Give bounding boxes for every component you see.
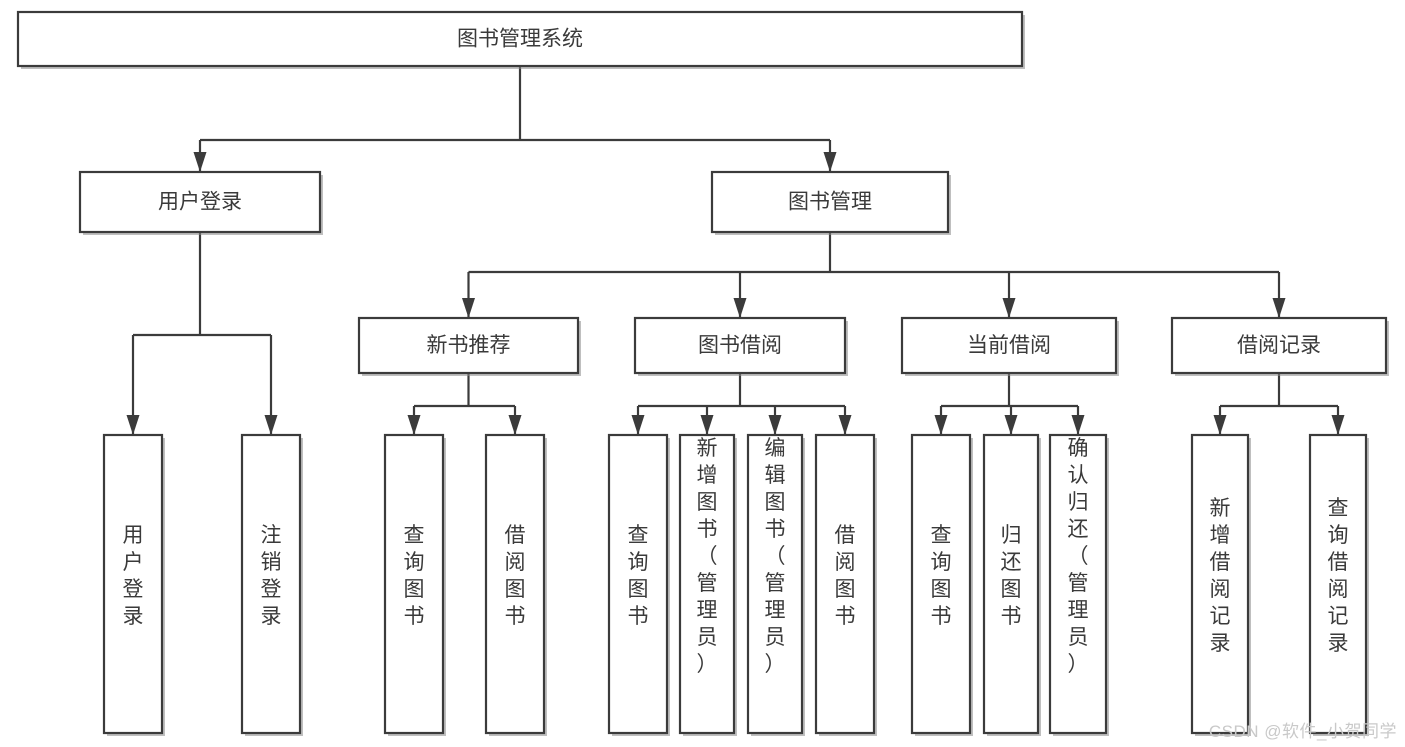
- node-label: 新增图书（管理员）: [697, 437, 718, 676]
- node-l2_1[interactable]: 图书借阅: [633, 316, 848, 376]
- edge-group-borrow-record-children: [1213, 373, 1345, 435]
- arrow-head-icon-l1_1: [823, 152, 837, 172]
- node-leaf_7[interactable]: 借阅图书: [814, 433, 877, 736]
- node-box[interactable]: [633, 316, 847, 375]
- node-label: 注销登录: [261, 524, 282, 628]
- node-box[interactable]: [78, 170, 322, 234]
- node-leaf_0[interactable]: 用户登录: [102, 433, 165, 736]
- node-box[interactable]: [1190, 433, 1250, 735]
- node-box[interactable]: [484, 433, 546, 735]
- node-leaf_3[interactable]: 借阅图书: [484, 433, 547, 736]
- edge-group-new-book-children: [407, 373, 522, 435]
- node-box[interactable]: [1048, 433, 1108, 735]
- node-label: 编辑图书（管理员）: [765, 437, 786, 676]
- node-label: 确认归还（管理员）: [1068, 437, 1089, 676]
- node-l2_2[interactable]: 当前借阅: [900, 316, 1119, 376]
- arrow-head-icon-leaf_5: [700, 415, 714, 435]
- node-leaf_4[interactable]: 查询图书: [607, 433, 670, 736]
- node-box[interactable]: [910, 433, 972, 735]
- edge-group-book-manage-children: [462, 232, 1286, 318]
- node-label: 图书管理系统: [457, 28, 583, 51]
- arrow-head-icon-leaf_1: [264, 415, 278, 435]
- arrow-head-icon-l1_0: [193, 152, 207, 172]
- node-box[interactable]: [607, 433, 669, 735]
- node-box[interactable]: [982, 433, 1040, 735]
- arrow-head-icon-l2_0: [462, 298, 475, 318]
- node-leaf_12[interactable]: 查询借阅记录: [1308, 433, 1369, 736]
- arrow-head-icon-leaf_3: [508, 415, 522, 435]
- edge-group-current-borrow-children: [934, 373, 1085, 435]
- node-box[interactable]: [357, 316, 580, 375]
- node-box[interactable]: [383, 433, 445, 735]
- node-box[interactable]: [678, 433, 736, 735]
- arrow-head-icon-leaf_2: [407, 415, 421, 435]
- node-box[interactable]: [1308, 433, 1368, 735]
- edge-group-book-borrow-children: [631, 373, 852, 435]
- node-box[interactable]: [240, 433, 302, 735]
- node-l2_0[interactable]: 新书推荐: [357, 316, 581, 376]
- arrow-head-icon-l2_3: [1272, 298, 1286, 318]
- arrow-head-icon-l2_1: [733, 298, 747, 318]
- node-l2_3[interactable]: 借阅记录: [1170, 316, 1389, 376]
- node-box[interactable]: [16, 10, 1024, 68]
- arrow-head-icon-leaf_4: [631, 415, 645, 435]
- connectors-layer: [126, 66, 1345, 435]
- node-label: 归还图书: [1001, 524, 1022, 628]
- node-label: 借阅图书: [505, 524, 526, 628]
- csdn-watermark: CSDN @软件_小贺同学: [1208, 722, 1397, 741]
- node-label: 用户登录: [123, 524, 144, 628]
- node-l1_1[interactable]: 图书管理: [710, 170, 951, 235]
- node-leaf_1[interactable]: 注销登录: [240, 433, 303, 736]
- node-label: 用户登录: [158, 191, 242, 214]
- arrow-head-icon-leaf_8: [934, 415, 948, 435]
- node-box[interactable]: [1170, 316, 1388, 375]
- node-label: 借阅记录: [1237, 334, 1321, 357]
- edge-group-root-to-level1: [193, 66, 837, 172]
- nodes-layer: 图书管理系统用户登录图书管理新书推荐图书借阅当前借阅借阅记录用户登录注销登录查询…: [16, 10, 1389, 736]
- node-leaf_8[interactable]: 查询图书: [910, 433, 973, 736]
- node-label: 图书借阅: [698, 334, 782, 357]
- node-leaf_5[interactable]: 新增图书（管理员）: [678, 433, 737, 736]
- arrow-head-icon-leaf_9: [1004, 415, 1018, 435]
- node-label: 新增借阅记录: [1210, 497, 1231, 655]
- node-label: 当前借阅: [967, 334, 1051, 357]
- edge-group-user-login-children: [126, 232, 278, 435]
- node-label: 查询图书: [404, 524, 425, 628]
- arrow-head-icon-leaf_6: [768, 415, 782, 435]
- node-label: 新书推荐: [427, 334, 511, 357]
- node-label: 查询图书: [628, 524, 649, 628]
- node-leaf_6[interactable]: 编辑图书（管理员）: [746, 433, 805, 736]
- arrow-head-icon-leaf_7: [838, 415, 852, 435]
- arrow-head-icon-l2_2: [1002, 298, 1016, 318]
- node-box[interactable]: [746, 433, 804, 735]
- node-leaf_10[interactable]: 确认归还（管理员）: [1048, 433, 1109, 736]
- node-leaf_2[interactable]: 查询图书: [383, 433, 446, 736]
- node-root[interactable]: 图书管理系统: [16, 10, 1025, 69]
- node-l1_0[interactable]: 用户登录: [78, 170, 323, 235]
- node-box[interactable]: [710, 170, 950, 234]
- node-box[interactable]: [814, 433, 876, 735]
- node-label: 查询借阅记录: [1328, 497, 1349, 655]
- node-box[interactable]: [102, 433, 164, 735]
- arrow-head-icon-leaf_11: [1213, 415, 1227, 435]
- node-leaf_11[interactable]: 新增借阅记录: [1190, 433, 1251, 736]
- node-box[interactable]: [900, 316, 1118, 375]
- arrow-head-icon-leaf_0: [126, 415, 140, 435]
- arrow-head-icon-leaf_12: [1331, 415, 1345, 435]
- arrow-head-icon-leaf_10: [1071, 415, 1085, 435]
- node-leaf_9[interactable]: 归还图书: [982, 433, 1041, 736]
- node-label: 图书管理: [788, 191, 872, 214]
- node-label: 查询图书: [931, 524, 952, 628]
- node-label: 借阅图书: [835, 524, 856, 628]
